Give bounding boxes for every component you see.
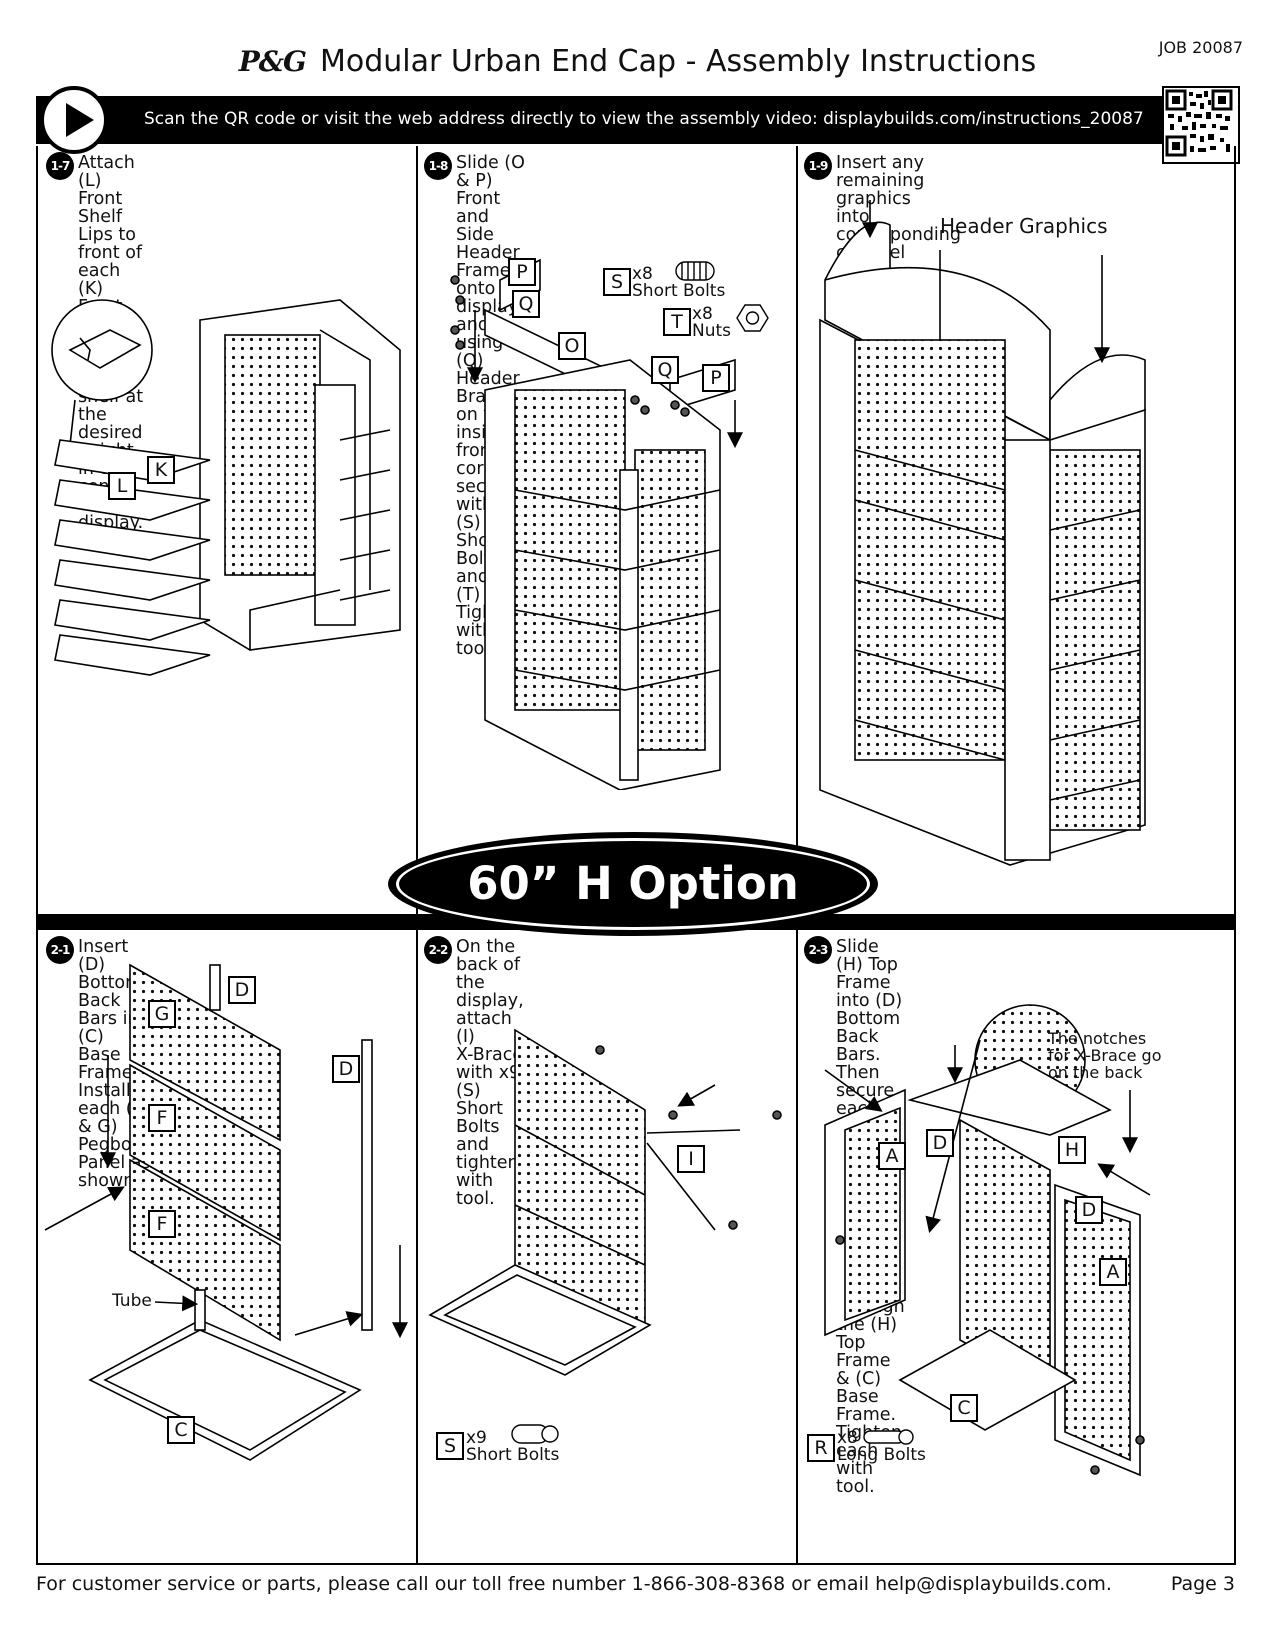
long-bolts-qty: x8 Long Bolts [837, 1428, 926, 1465]
step-number: 1-8 [424, 152, 452, 180]
part-label-d: D [228, 976, 256, 1004]
part-label-d: D [332, 1055, 360, 1083]
part-label-a: A [878, 1142, 906, 1170]
part-label-f: F [148, 1104, 176, 1132]
play-icon[interactable] [40, 86, 108, 154]
part-label-r: R [807, 1434, 835, 1462]
part-label-p: P [702, 364, 730, 392]
part-label-l: L [108, 472, 136, 500]
short-bolts-qty: x9 Short Bolts [466, 1428, 560, 1465]
video-banner: Scan the QR code or visit the web addres… [36, 86, 1236, 154]
shelf-installation-illustration [51, 299, 401, 676]
header-graphics-illustration [819, 200, 1146, 866]
nuts-qty: x8 Nuts [692, 304, 732, 341]
part-label-q: Q [512, 290, 540, 318]
header-frame-illustration [450, 258, 769, 790]
option-badge-text: 60” H Option [396, 838, 870, 930]
page-number: Page 3 [1170, 1573, 1235, 1595]
column-divider [796, 930, 798, 1563]
header-graphics-callout: Header Graphics [940, 214, 1108, 238]
footer-contact: For customer service or parts, please ca… [36, 1573, 1112, 1595]
pegboard-panel-illustration [44, 963, 408, 1461]
x-brace-illustration [428, 1028, 782, 1376]
part-label-h: H [1058, 1136, 1086, 1164]
option-badge: 60” H Option [388, 832, 878, 936]
step-number: 2-3 [804, 936, 832, 964]
part-label-o: O [558, 332, 586, 360]
part-label-d: D [926, 1129, 954, 1157]
page-title: P&G Modular Urban End Cap - Assembly Inst… [0, 44, 1275, 79]
side-frame-illustration [824, 1004, 1151, 1477]
step-number: 1-9 [804, 152, 832, 180]
part-label-a: A [1099, 1258, 1127, 1286]
part-label-s: S [603, 268, 631, 296]
part-label-i: I [677, 1145, 705, 1173]
part-label-q: Q [651, 356, 679, 384]
brand-logo: P&G [238, 45, 307, 78]
job-number: JOB 20087 [1158, 38, 1243, 57]
step-text: On the back of the display, attach (I) X… [456, 937, 524, 1209]
short-bolt-icon [511, 1424, 559, 1444]
qr-code-icon[interactable] [1162, 86, 1240, 164]
step-number: 2-1 [46, 936, 74, 964]
part-label-s: S [436, 1432, 464, 1460]
part-label-c: C [167, 1416, 195, 1444]
notches-callout: The notches for X-Brace go on the back [1048, 1029, 1162, 1082]
long-bolt-icon [863, 1429, 914, 1445]
part-label-f: F [148, 1210, 176, 1238]
column-divider [416, 146, 418, 914]
part-label-p: P [508, 258, 536, 286]
part-label-g: G [148, 1000, 176, 1028]
step-number: 2-2 [424, 936, 452, 964]
banner-message[interactable]: Scan the QR code or visit the web addres… [144, 109, 1144, 129]
column-divider [416, 930, 418, 1563]
step-number: 1-7 [46, 152, 74, 180]
tube-callout: Tube [112, 1291, 152, 1311]
part-label-k: K [147, 456, 175, 484]
part-label-c: C [950, 1394, 978, 1422]
part-label-t: T [663, 308, 691, 336]
short-bolts-qty: x8 Short Bolts [632, 264, 726, 301]
column-divider [796, 146, 798, 914]
title-text: Modular Urban End Cap - Assembly Instruc… [319, 44, 1037, 79]
part-label-d: D [1075, 1196, 1103, 1224]
